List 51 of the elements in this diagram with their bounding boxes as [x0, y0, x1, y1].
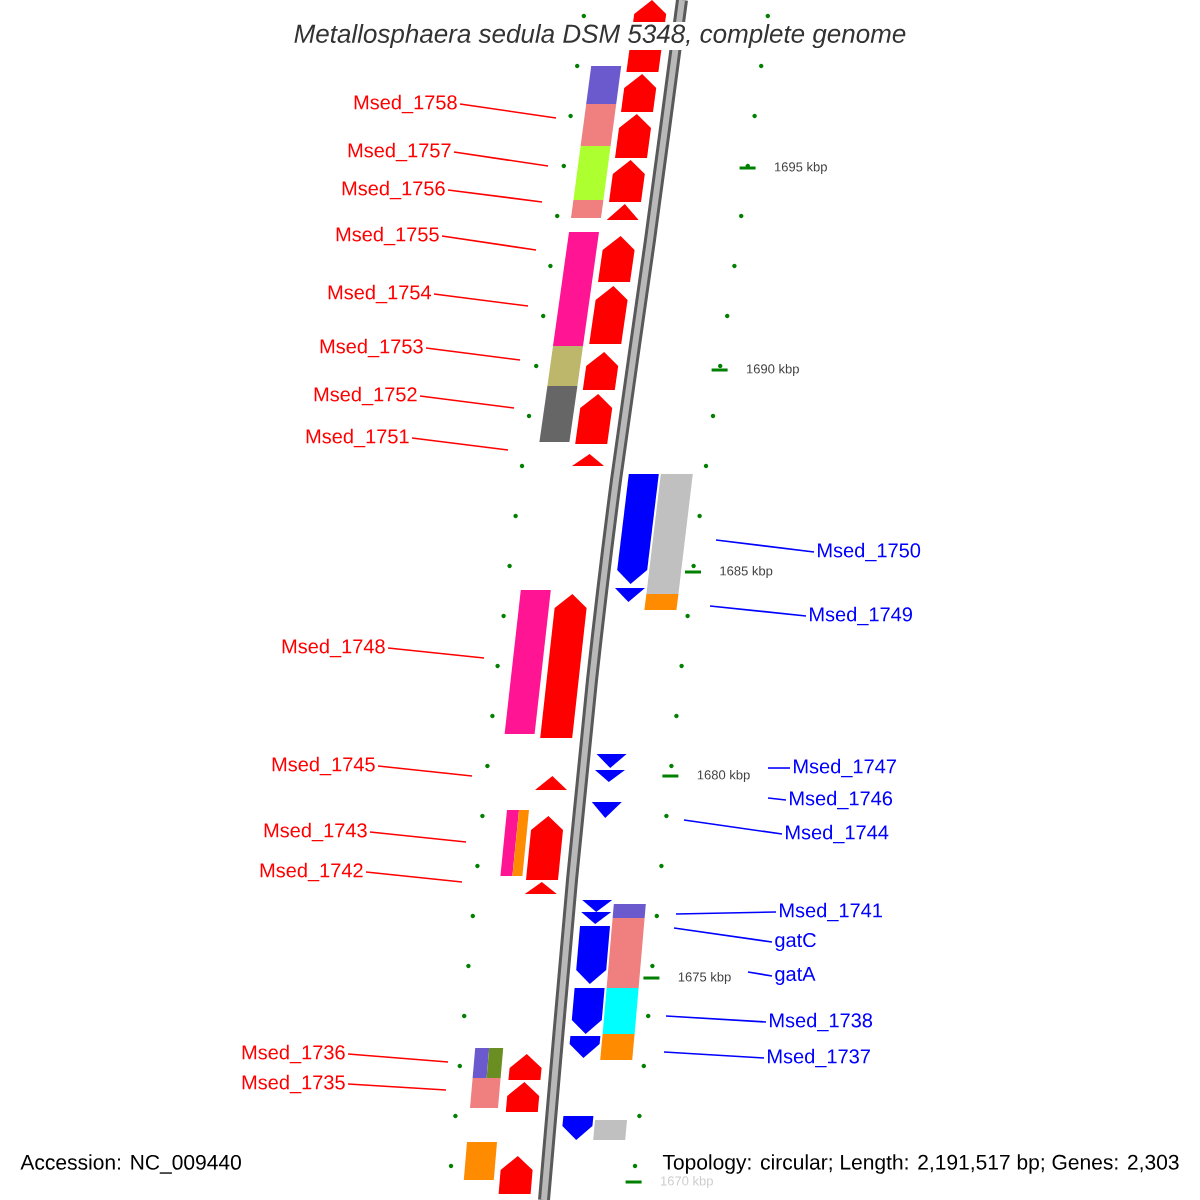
leader-line — [347, 1083, 447, 1091]
gene-label: Msed_1741 — [780, 902, 882, 922]
leader-line — [767, 767, 791, 769]
leader-line — [683, 819, 783, 835]
leader-line — [767, 797, 787, 801]
leader-line — [365, 871, 463, 883]
gene-label: Msed_1737 — [768, 1048, 870, 1068]
leader-line — [673, 927, 773, 943]
gene-label: gatA — [775, 967, 816, 985]
leader-line — [715, 539, 815, 553]
gene-label: Msed_1747 — [794, 758, 896, 778]
gene-label: Msed_1758 — [354, 94, 457, 114]
gene-label: Msed_1751 — [306, 428, 409, 448]
title: Metallosphaera sedula DSM 5348, complete genome — [291, 21, 909, 51]
leader-line — [665, 1015, 767, 1023]
leader-line — [459, 103, 557, 119]
gene-label: Msed_1745 — [272, 756, 375, 776]
leader-line — [419, 395, 515, 409]
leader-line — [425, 347, 521, 361]
gene-label: Msed_1750 — [818, 542, 921, 562]
gene-label: Msed_1746 — [790, 790, 893, 810]
gene-label: Msed_1757 — [348, 142, 451, 162]
gene-label: Msed_1754 — [328, 284, 431, 304]
gene-label: Msed_1748 — [282, 638, 385, 658]
leader-line — [709, 605, 807, 617]
gene-label: Msed_1752 — [314, 386, 417, 406]
leader-line — [663, 1051, 765, 1059]
genome-summary-text: Topology: circular; Length: 2,191,517 bp; Genes: 2,303 — [662, 1154, 1179, 1174]
gene-label: Msed_1753 — [320, 338, 423, 358]
leader-line — [347, 1053, 449, 1063]
gene-label: Msed_1736 — [242, 1044, 345, 1064]
leader-line — [411, 437, 509, 451]
gene-label: Msed_1742 — [260, 862, 363, 882]
leader-line — [387, 647, 485, 659]
leader-line — [441, 235, 537, 251]
gene-label: Msed_1735 — [242, 1074, 345, 1094]
leader-line — [453, 151, 549, 167]
leader-line — [433, 293, 529, 307]
leader-line — [747, 971, 773, 977]
gene-label: Msed_1749 — [810, 606, 912, 626]
gene-label: Msed_1755 — [336, 226, 439, 246]
accession-text: Accession: NC_009440 — [20, 1154, 241, 1174]
leader-line — [377, 765, 473, 777]
gene-label: gatC — [775, 932, 816, 952]
leader-line — [447, 189, 543, 203]
gene-label: Msed_1738 — [770, 1012, 873, 1032]
leader-line — [369, 831, 467, 843]
leader-line — [675, 911, 777, 915]
gene-label: Msed_1756 — [342, 180, 445, 200]
gene-label: Msed_1744 — [786, 824, 889, 844]
gene-label: Msed_1743 — [264, 822, 367, 842]
